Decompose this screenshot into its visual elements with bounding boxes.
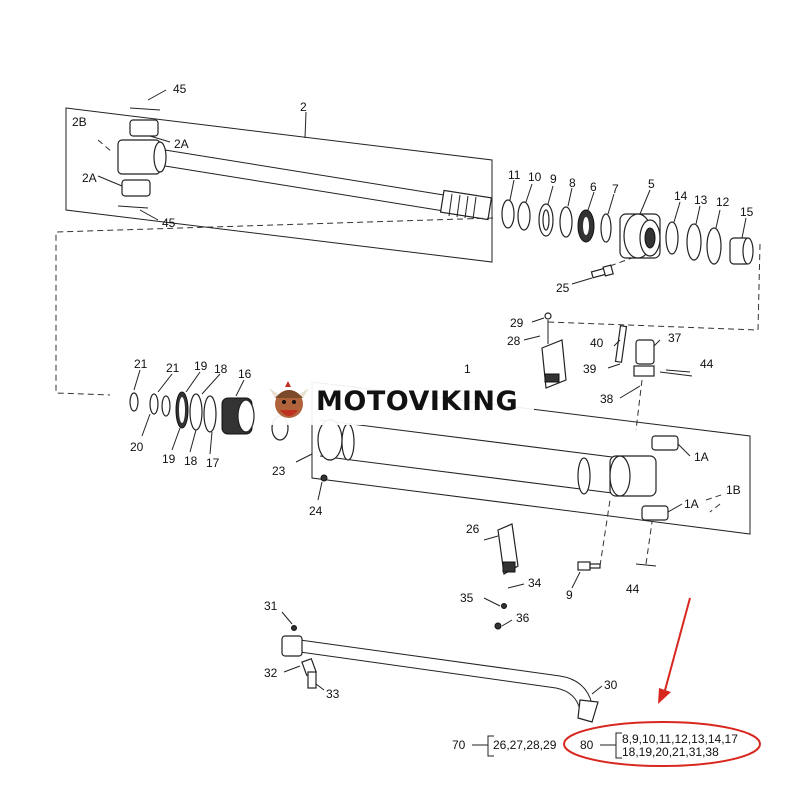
ring-20 (161, 395, 171, 417)
label-8: 8 (569, 176, 576, 190)
ring-21a (129, 392, 139, 412)
label-6: 6 (590, 180, 597, 194)
label-34: 34 (528, 576, 542, 590)
label-38: 38 (600, 392, 614, 406)
ring-13 (686, 223, 702, 261)
ring-8 (559, 206, 573, 238)
label-18: 18 (184, 454, 198, 468)
kit-70-contents: 26,27,28,29 (493, 738, 557, 752)
clamp-28 (541, 339, 567, 389)
label-10: 10 (528, 170, 542, 184)
ring-17 (203, 395, 217, 433)
rod-assembly-panel (65, 107, 493, 263)
label-20: 20 (130, 440, 144, 454)
tube-assembly-30 (281, 635, 599, 723)
label-39: 39 (583, 362, 597, 376)
bushing-2a-bottom (121, 179, 151, 197)
label-12: 12 (716, 195, 730, 209)
highlight-arrow (658, 597, 691, 704)
kit-80-callout: 80 8,9,10,11,12,13,14,17 18,19,20,21,31,… (580, 732, 738, 759)
kit-70-callout: 70 26,27,28,29 (452, 735, 557, 757)
bolt-25 (590, 264, 614, 279)
watermark: MOTOVIKING (262, 377, 534, 425)
label-2a: 2A (82, 171, 97, 185)
ring-21b (149, 393, 159, 415)
label-21: 21 (134, 357, 148, 371)
label-44: 44 (700, 357, 714, 371)
bolt-9 (577, 561, 601, 571)
label-23: 23 (272, 464, 286, 478)
label-32: 32 (264, 666, 278, 680)
kit-70-number: 70 (452, 738, 466, 752)
barrel-mouth (317, 419, 343, 461)
label-7: 7 (612, 182, 619, 196)
bolt-33 (307, 671, 317, 689)
bushing-2a-top (129, 119, 159, 137)
ring-10 (517, 201, 531, 231)
ring-14 (665, 221, 679, 255)
bushing-1a-bottom (641, 505, 669, 521)
label-5: 5 (648, 177, 655, 191)
label-19: 19 (162, 452, 176, 466)
kit-80-line2: 18,19,20,21,31,38 (622, 745, 719, 759)
watermark-text: MOTOVIKING (316, 385, 519, 417)
label-9: 9 (550, 172, 557, 186)
label-1a: 1A (684, 497, 699, 511)
label-15: 15 (740, 205, 754, 219)
ring-18 (189, 393, 203, 431)
piston-16 (221, 397, 255, 435)
label-1b: 1B (726, 483, 741, 497)
label-14: 14 (674, 189, 688, 203)
label-2: 2 (300, 100, 307, 114)
label-31: 31 (264, 599, 278, 613)
label-36: 36 (516, 611, 530, 625)
kit-80-number: 80 (580, 738, 594, 752)
bushing-1a-top (651, 435, 679, 451)
label-40: 40 (590, 336, 604, 350)
label-16: 16 (238, 367, 252, 381)
highlight-ellipse (563, 721, 761, 767)
label-37: 37 (668, 331, 682, 345)
seal-11 (501, 199, 515, 229)
label-21: 21 (166, 361, 180, 375)
label-29: 29 (510, 316, 524, 330)
label-1: 1 (464, 362, 471, 376)
label-18: 18 (214, 362, 228, 376)
label-28: 28 (507, 334, 521, 348)
rod-thread-end (439, 189, 493, 221)
viking-logo-icon (269, 381, 309, 418)
label-2b: 2B (72, 115, 87, 129)
kit-80-line1: 8,9,10,11,12,13,14,17 (622, 732, 738, 746)
label-1a: 1A (694, 450, 709, 464)
barrel-base (609, 455, 657, 497)
pin-40 (614, 325, 628, 363)
label-19: 19 (194, 359, 208, 373)
label-30: 30 (604, 678, 618, 692)
label-17: 17 (206, 456, 220, 470)
screw-24 (320, 474, 328, 482)
label-9: 9 (566, 588, 573, 602)
clamp-26 (497, 523, 519, 575)
bushing-15 (729, 237, 754, 265)
cylinder-head-5 (619, 213, 661, 259)
label-11: 11 (508, 168, 521, 182)
label-25: 25 (556, 281, 570, 295)
label-13: 13 (694, 193, 708, 207)
label-26: 26 (466, 522, 480, 536)
label-45: 45 (162, 216, 176, 230)
label-45: 45 (173, 82, 187, 96)
label-44: 44 (626, 582, 640, 596)
fitting-37 (633, 339, 655, 377)
barrel-assembly-panel (311, 381, 751, 535)
label-35: 35 (460, 591, 474, 605)
label-2a: 2A (174, 137, 189, 151)
ring-12 (706, 227, 722, 265)
ring-7 (600, 213, 612, 243)
label-33: 33 (326, 687, 340, 701)
label-24: 24 (309, 504, 323, 518)
